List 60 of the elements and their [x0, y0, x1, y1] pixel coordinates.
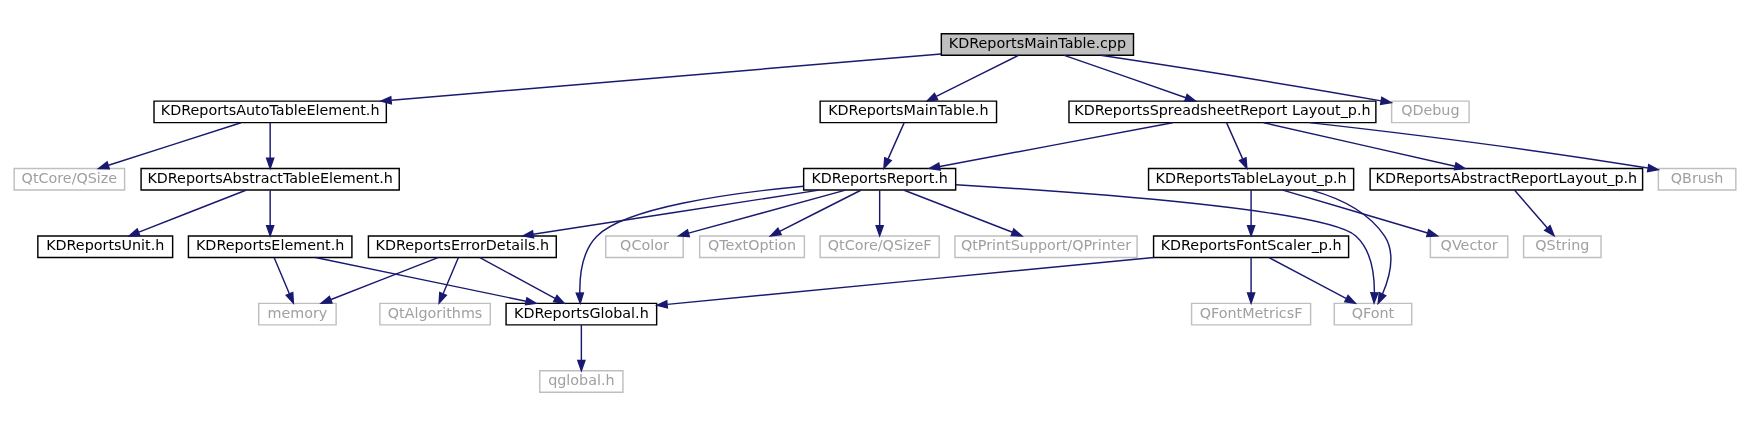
arrow [1308, 121, 1661, 172]
node-box: KDReportsGlobal.h [505, 302, 658, 326]
node-box: KDReportsSpreadsheetReport Layout_p.h [1068, 99, 1377, 123]
node-box: KDReportsErrorDetails.h [367, 234, 557, 258]
arrow [955, 183, 1379, 305]
node-box: QColor [605, 234, 684, 258]
node-box: KDReportsReport.h [802, 167, 957, 191]
node-box: KDReportsUnit.h [37, 234, 174, 258]
arrow [378, 52, 942, 105]
arrow [127, 189, 247, 237]
arrow [927, 121, 1174, 171]
arrow [575, 185, 805, 305]
node-box: QtCore/QSize [13, 167, 126, 191]
arrow [1513, 189, 1556, 237]
arrow [676, 188, 847, 237]
node-box: QTextOption [698, 234, 806, 258]
arrow [438, 256, 460, 305]
arrow [1268, 256, 1358, 304]
arrow [875, 189, 885, 238]
arrow [265, 121, 275, 170]
node-box: KDReportsAbstractTableElement.h [140, 167, 400, 191]
arrow [273, 256, 295, 305]
node-box: QtPrintSupport/QPrinter [954, 234, 1138, 258]
arrow [1246, 256, 1256, 305]
node-box: KDReportsAutoTableElement.h [153, 99, 388, 123]
arrow [319, 256, 439, 304]
node-box: QVector [1429, 234, 1509, 258]
node-box: KDReportsElement.h [187, 234, 353, 258]
arrow [1263, 121, 1468, 170]
node-box: QString [1522, 234, 1602, 258]
arrow [883, 121, 905, 170]
node-box: qglobal.h [539, 369, 624, 393]
node-box: QtAlgorithms [379, 302, 491, 326]
arrow [925, 54, 1020, 102]
arrow [265, 189, 275, 238]
arrow [520, 188, 820, 239]
node-box: memory [257, 302, 337, 326]
node-box: QBrush [1657, 167, 1737, 191]
arrow [576, 323, 586, 373]
node-box: QDebug [1390, 99, 1470, 123]
node-box: QFont [1333, 302, 1413, 326]
arrow [1282, 188, 1440, 237]
arrow [314, 256, 539, 306]
arrow [654, 256, 1155, 309]
node-box: KDReportsFontScaler_p.h [1152, 234, 1350, 258]
arrow [768, 189, 862, 237]
arrow [1063, 54, 1198, 102]
arrow [1246, 189, 1256, 238]
node-box: KDReportsTableLayout_p.h [1147, 167, 1355, 191]
node-box: KDReportsMainTable.h [819, 99, 998, 123]
arrow [1099, 54, 1394, 105]
arrow [479, 256, 566, 304]
node-box: QFontMetricsF [1190, 302, 1312, 326]
node-box: KDReportsAbstractReportLayout_p.h [1369, 167, 1644, 191]
arrow [1310, 188, 1392, 305]
node-box: QtCore/QSizeF [819, 234, 940, 258]
node-box: KDReportsMainTable.cpp [940, 32, 1135, 56]
arrow [96, 121, 242, 169]
arrow [1225, 121, 1248, 170]
arrow [903, 189, 1024, 237]
